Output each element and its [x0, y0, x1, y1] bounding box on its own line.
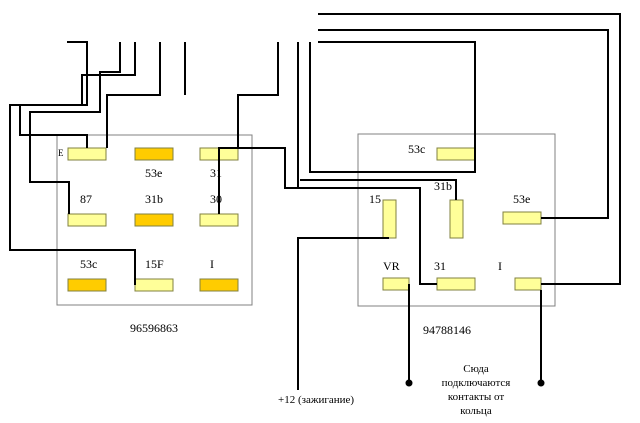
wire-left-31 [237, 42, 279, 148]
left-pin-87 [67, 213, 107, 227]
wire-left-53c [9, 42, 136, 279]
left-label-15f: 15F [145, 257, 164, 271]
left-label-30: 30 [210, 192, 222, 206]
ring-label-line4: кольца [460, 405, 492, 417]
left-pin-31b [134, 213, 174, 227]
left-pin-15f [134, 278, 174, 292]
right-pin-i [514, 277, 542, 291]
wire-ignition [297, 237, 389, 390]
wire-top-2 [318, 13, 621, 285]
right-pin-15 [382, 199, 397, 239]
left-pin-i [199, 278, 239, 292]
left-label-53c: 53c [80, 257, 97, 271]
right-pin-53c [436, 147, 476, 161]
wire-top-1 [309, 41, 476, 173]
right-pin-vr [382, 277, 410, 291]
wire-right-31b [300, 179, 457, 200]
left-label-87: 87 [80, 192, 92, 206]
right-label-15: 15 [369, 192, 381, 206]
ring-label-line3: контакты от [448, 391, 504, 403]
left-pin-30 [199, 213, 239, 227]
terminal-i [537, 379, 545, 387]
right-label-vr: VR [383, 259, 400, 273]
left-label-e: E [58, 148, 64, 158]
wire-top-4 [318, 29, 609, 219]
ring-label-line2: подключаются [442, 377, 511, 389]
wire-left-53e [106, 42, 161, 148]
wire-left30-right31 [218, 147, 437, 285]
right-label-31b: 31b [434, 179, 452, 193]
left-pin-e [67, 147, 107, 161]
terminal-vr [405, 379, 413, 387]
wire-left-87 [29, 42, 121, 214]
right-relay-part-number: 94788146 [423, 323, 471, 337]
right-pin-31 [436, 277, 476, 291]
right-label-31: 31 [434, 259, 446, 273]
right-pin-53e [502, 211, 542, 225]
right-label-53c: 53c [408, 142, 425, 156]
right-label-i: I [498, 259, 502, 273]
left-pin-53c [67, 278, 107, 292]
left-label-31: 31 [210, 166, 222, 180]
left-relay-part-number: 96596863 [130, 321, 178, 335]
left-label-i: I [210, 257, 214, 271]
left-label-53e: 53e [145, 166, 162, 180]
ignition-label: +12 (зажигание) [278, 394, 354, 406]
right-pin-31b [449, 199, 464, 239]
left-pin-53e [134, 147, 174, 161]
right-label-53e: 53e [513, 192, 530, 206]
left-label-31b: 31b [145, 192, 163, 206]
ring-label-line1: Сюда [463, 363, 489, 375]
